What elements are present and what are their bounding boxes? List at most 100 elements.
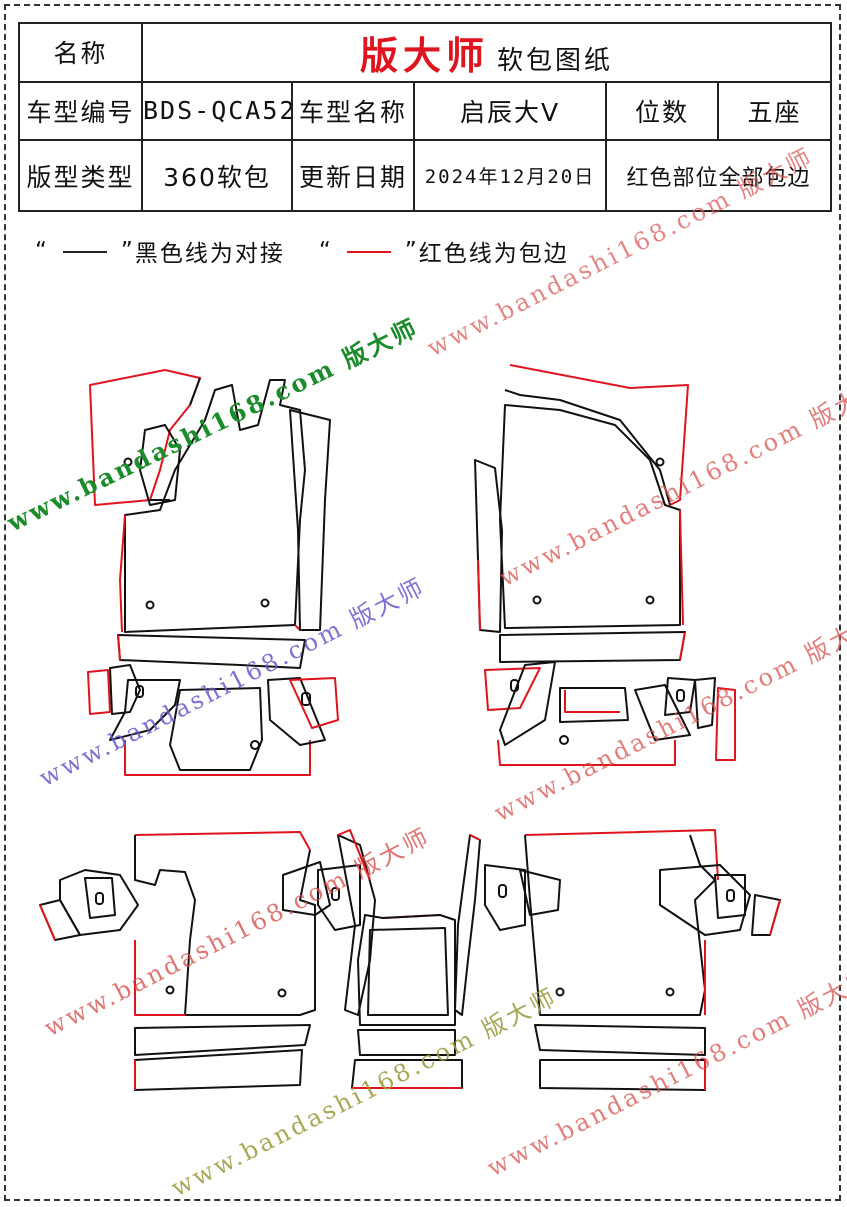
fr-slot-1 [510, 679, 519, 692]
fl-slot-2 [135, 685, 144, 698]
pattern-type-label: 版型类型 [18, 139, 143, 212]
rl-main-left-edge [134, 940, 185, 1016]
page-border [4, 4, 841, 1201]
fl-right-tab-edge [289, 677, 339, 729]
rr-hole-2 [665, 987, 675, 997]
rr-far-tab-edge [769, 899, 781, 936]
fr-tunnel [559, 687, 629, 723]
legend-black-text: 黑色线为对接 [134, 241, 285, 267]
rear-left-floor-group [39, 829, 376, 1091]
fr-tunnel-edge [497, 690, 676, 766]
legend-open-quote-2: “ [318, 238, 333, 264]
legend-red-text: 红色线为包边 [418, 241, 569, 267]
legend-close-quote: ” [120, 238, 135, 264]
fr-small-tab [694, 677, 716, 729]
front-right-main-edge [679, 509, 684, 626]
rl-bottom-strip-2 [134, 1049, 303, 1091]
front-left-hole-1 [123, 457, 133, 467]
rr-main-edge [524, 829, 719, 881]
rr-bracket-inner [714, 874, 746, 919]
front-right-pillar-edge [477, 559, 481, 631]
model-code: BDS-QCA5281R [141, 80, 293, 142]
fr-hole [559, 735, 569, 745]
seats-label: 位数 [605, 80, 719, 142]
rr-slot [498, 884, 507, 898]
front-right-top-seam [504, 389, 671, 506]
rc-strip-1 [357, 1029, 456, 1056]
front-right-strip [499, 631, 686, 663]
line-legend: “ ” 黑色线为对接 “ ” 红色线为包边 [35, 234, 569, 268]
rl-bottom-strip [134, 1024, 311, 1056]
pattern-type: 360软包 [141, 139, 293, 212]
rr-bracket [659, 864, 751, 936]
front-right-main-panel [499, 404, 681, 629]
rc-tunnel-inner [367, 927, 449, 1016]
front-right-hole-2 [645, 595, 655, 605]
seats: 五座 [716, 80, 833, 142]
front-left-hole-2 [145, 600, 155, 610]
fr-right-tab [664, 677, 696, 716]
model-name: 启辰大V [413, 80, 607, 142]
front-right-hole-3 [655, 457, 665, 467]
rear-right-floor-group [454, 829, 781, 1091]
fr-right-bracket [634, 684, 691, 741]
rl-main-edge [134, 831, 311, 851]
update-date-label: 更新日期 [291, 139, 415, 212]
front-right-floor-group [474, 364, 689, 663]
front-right-hole-1 [532, 595, 542, 605]
rr-side-bracket-2 [519, 869, 561, 916]
rl-bracket-inner [84, 877, 116, 919]
rl-slot-2 [95, 892, 104, 905]
rear-center-group [351, 914, 463, 1089]
fl-slot-1 [301, 692, 311, 706]
front-left-main-edge [119, 514, 301, 633]
rl-side-pillar-edge [337, 829, 371, 881]
model-code-label: 车型编号 [18, 80, 143, 142]
rl-side-pillar [337, 834, 376, 1016]
front-left-hole-3 [260, 598, 270, 608]
rr-bottom-strip [534, 1024, 706, 1056]
rr-main-panel [524, 834, 716, 1016]
edge-note: 红色部位全部包边 [604, 139, 833, 212]
rl-side-bracket-2 [317, 864, 361, 931]
rl-hole-2 [277, 988, 287, 998]
brand-title: 版大师 [360, 32, 490, 78]
title-cell: 版大师软包图纸 [140, 22, 833, 83]
front-right-top-edge [509, 364, 689, 506]
rc-tunnel [357, 914, 456, 1026]
rr-side-pillar [454, 834, 481, 1016]
legend-open-quote: “ [35, 238, 49, 264]
red-line-swatch [346, 250, 391, 253]
update-date: 2024年12月20日 [413, 139, 607, 212]
front-left-main-panel [124, 379, 306, 633]
fl-bracket [109, 679, 181, 741]
rl-hole-1 [165, 985, 175, 995]
fl-tunnel-edge [124, 740, 311, 776]
front-right-strip-edge [679, 631, 686, 661]
rl-far-tab-edge [39, 904, 56, 941]
front-left-pillar [289, 409, 331, 631]
front-left-floor-group [89, 369, 331, 669]
front-left-lower-group [87, 664, 339, 776]
fl-small-tab-2 [109, 664, 141, 715]
fl-small-tab-1 [87, 669, 111, 715]
rl-bracket [59, 869, 139, 936]
legend-close-quote-2: ” [404, 238, 419, 264]
doc-type: 软包图纸 [497, 45, 614, 76]
rr-side-bracket [484, 864, 526, 931]
fl-right-tab [267, 677, 326, 746]
fl-tunnel [169, 687, 263, 771]
model-name-label: 车型名称 [291, 80, 415, 142]
rr-side-pillar-edge [469, 834, 481, 841]
front-right-lower-group [484, 661, 736, 766]
rr-hole-1 [555, 987, 565, 997]
rl-slot [331, 887, 340, 901]
fr-slot-2 [676, 689, 685, 702]
rr-slot-2 [726, 889, 735, 902]
rl-main-panel [134, 835, 316, 1016]
fr-left-tab [484, 667, 541, 711]
black-line-swatch [62, 250, 107, 253]
front-left-upper-flap [89, 369, 201, 506]
